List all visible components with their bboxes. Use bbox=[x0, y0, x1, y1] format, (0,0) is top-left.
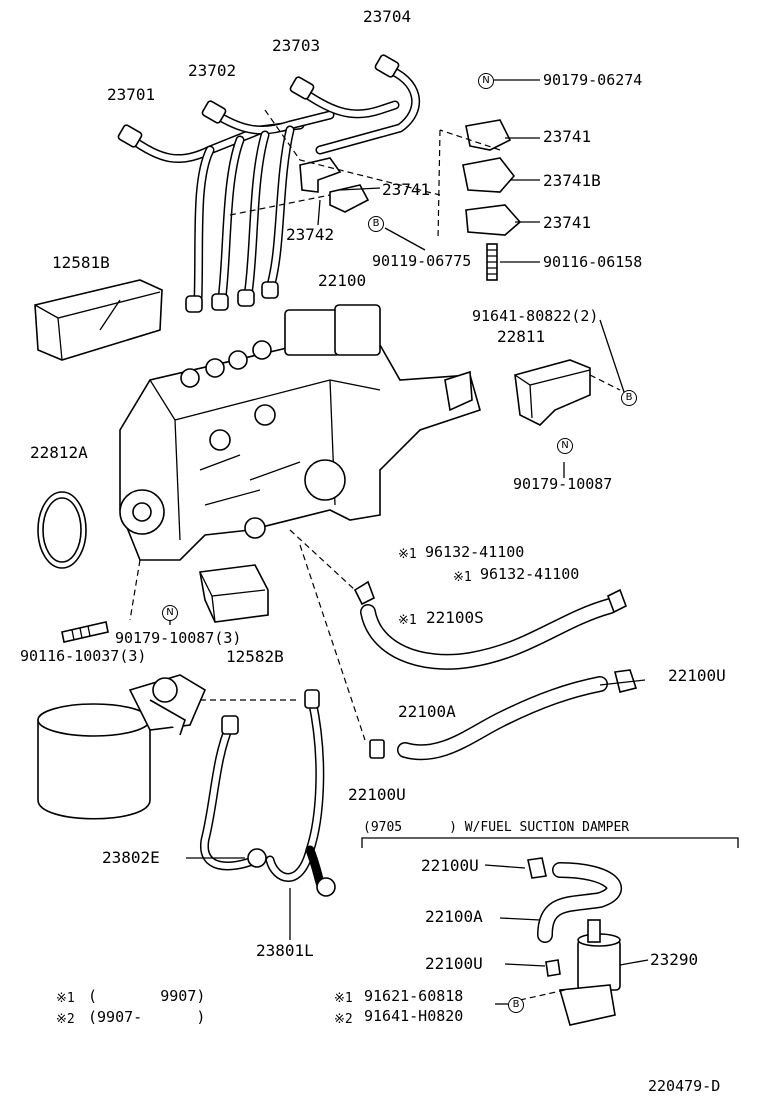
n-mark-2: N bbox=[557, 438, 573, 454]
label-22100a-b: 22100A bbox=[425, 907, 483, 926]
label-22100: 22100 bbox=[318, 271, 367, 290]
label-22100s: 22100S bbox=[426, 608, 484, 627]
label-23741-b: 23741 bbox=[382, 180, 431, 199]
oring-22812a bbox=[37, 491, 87, 569]
b-mark-2: B bbox=[621, 390, 637, 406]
diagram-id: 220479-D bbox=[648, 1077, 721, 1095]
n-mark-3: N bbox=[162, 605, 178, 621]
damper-section-header: (9705 ) W/FUEL SUCTION DAMPER bbox=[363, 820, 630, 835]
cover-12581b bbox=[34, 279, 163, 361]
injection-pipes bbox=[117, 54, 421, 313]
label-90179-06274: 90179-06274 bbox=[543, 71, 643, 89]
label-96132-41100-a: 96132-41100 bbox=[425, 543, 525, 561]
label-23802e: 23802E bbox=[102, 848, 160, 867]
label-90116-06158: 90116-06158 bbox=[543, 253, 643, 271]
b-mark-3: B bbox=[508, 997, 524, 1013]
label-22100u-c: 22100U bbox=[421, 856, 479, 875]
label-23290: 23290 bbox=[650, 950, 699, 969]
label-22100a-a: 22100A bbox=[398, 702, 456, 721]
label-23741b: 23741B bbox=[543, 171, 601, 190]
label-23701: 23701 bbox=[107, 85, 156, 104]
damper-section-bracket bbox=[361, 837, 739, 848]
label-22100u-d: 22100U bbox=[425, 954, 483, 973]
label-23801l: 23801L bbox=[256, 941, 314, 960]
label-23741-a: 23741 bbox=[543, 127, 592, 146]
label-90179-10087-3: 90179-10087(3) bbox=[115, 629, 242, 647]
label-23702: 23702 bbox=[188, 61, 237, 80]
label-96132-41100-b: 96132-41100 bbox=[480, 565, 580, 583]
note1-ref: ※1 bbox=[56, 991, 75, 1006]
label-22811: 22811 bbox=[497, 327, 546, 346]
ref1-c: ※1 bbox=[398, 613, 417, 628]
label-22100u-b: 22100U bbox=[348, 785, 406, 804]
b-mark-1: B bbox=[368, 216, 384, 232]
label-23742: 23742 bbox=[286, 225, 335, 244]
stud-90116-10037 bbox=[61, 621, 109, 643]
label-22100u-a: 22100U bbox=[668, 666, 726, 685]
label-23704: 23704 bbox=[363, 7, 412, 26]
suction-damper-23290 bbox=[558, 919, 621, 1026]
damper-hoses bbox=[527, 857, 622, 977]
ref2-d: ※2 bbox=[334, 1012, 353, 1027]
pad-12582b bbox=[199, 564, 269, 623]
label-22812a: 22812A bbox=[30, 443, 88, 462]
note1-range: ( 9907) bbox=[88, 987, 206, 1005]
note2-range: (9907- ) bbox=[88, 1008, 206, 1026]
label-90119-06775: 90119-06775 bbox=[372, 252, 472, 270]
injection-pump-22100 bbox=[119, 304, 481, 561]
label-90116-10037-3: 90116-10037(3) bbox=[20, 647, 147, 665]
note2-ref: ※2 bbox=[56, 1012, 75, 1027]
label-90179-10087: 90179-10087 bbox=[513, 475, 613, 493]
bracket-22811 bbox=[514, 359, 591, 426]
label-23741-c: 23741 bbox=[543, 213, 592, 232]
leader-lines bbox=[129, 79, 649, 1005]
label-23703: 23703 bbox=[272, 36, 321, 55]
ref1-d: ※1 bbox=[334, 991, 353, 1006]
ref1-b: ※1 bbox=[453, 570, 472, 585]
pipe-clamps bbox=[299, 119, 522, 281]
label-91641-80822: 91641-80822(2) bbox=[472, 307, 599, 325]
n-mark-1: N bbox=[478, 73, 494, 89]
label-12581b: 12581B bbox=[52, 253, 110, 272]
label-12582b: 12582B bbox=[226, 647, 284, 666]
ref1-a: ※1 bbox=[398, 547, 417, 562]
label-91621-60818: 91621-60818 bbox=[364, 987, 464, 1005]
fuel-filter bbox=[37, 674, 207, 820]
label-91641-h0820: 91641-H0820 bbox=[364, 1007, 464, 1025]
